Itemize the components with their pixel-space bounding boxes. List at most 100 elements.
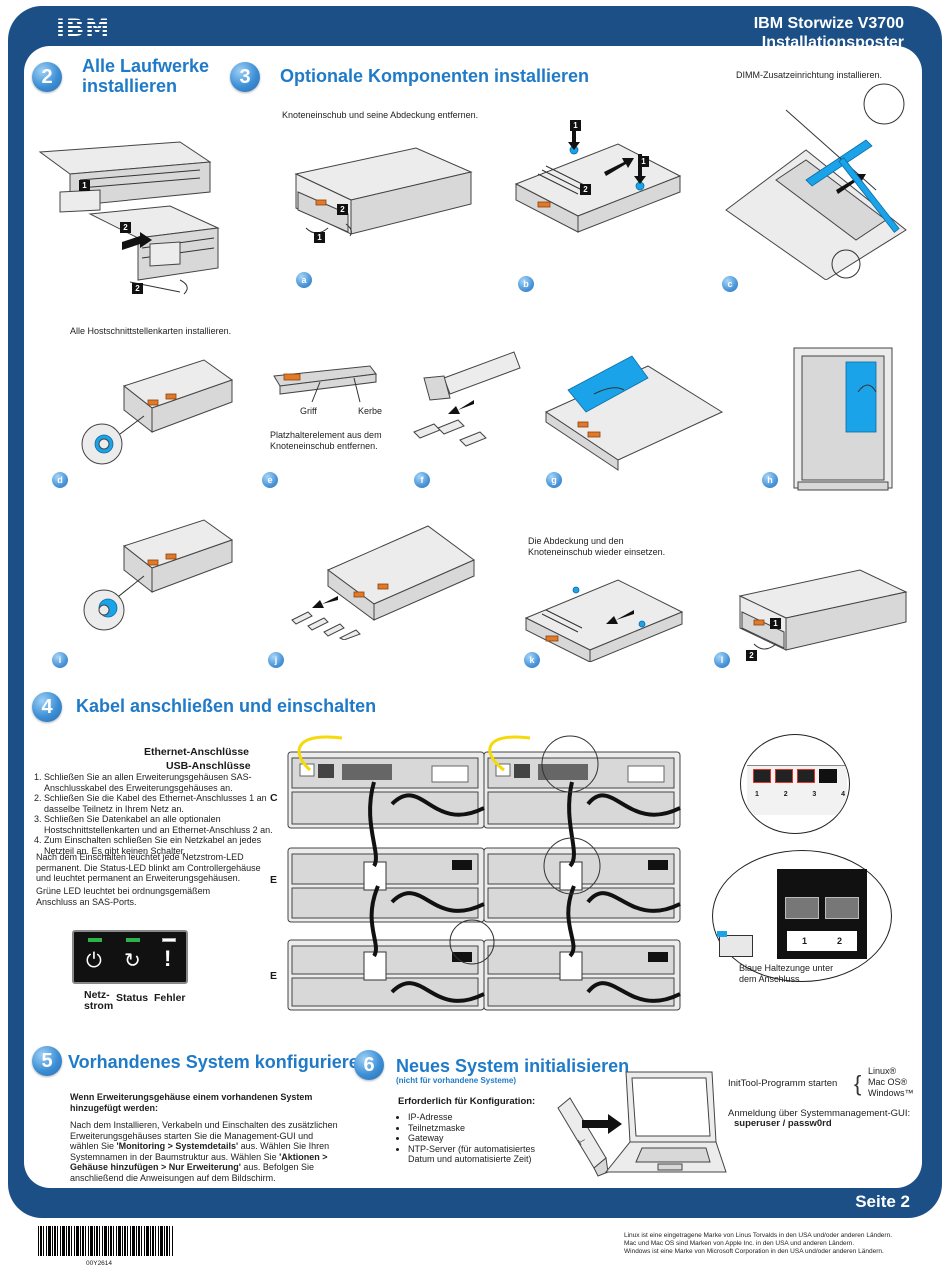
instruction-1: Schließen Sie an allen Erweiterungsgehäu… (44, 772, 288, 793)
step-2-title: Alle Laufwerke installieren (82, 56, 209, 96)
step-2-title-line1: Alle Laufwerke (82, 56, 210, 76)
rear-cabling-diagram (287, 735, 681, 1011)
step-5-body-part3: aus. Befolgen Sie anschließend die Anwei… (70, 1162, 314, 1183)
step-5-body-part1: Nach dem Installieren, Verkabeln und Ein… (70, 1120, 338, 1151)
illustration-f-card (413, 351, 521, 447)
step-badge-l2: 2 (746, 650, 757, 661)
letter-l: l (714, 652, 730, 668)
letter-g: g (546, 472, 562, 488)
part-number: 00Y2614 (86, 1260, 113, 1267)
port-number-4: 4 (841, 791, 845, 798)
label-griff: Griff (300, 406, 317, 416)
step-4-badge: 4 (32, 692, 62, 722)
letter-a: a (296, 272, 312, 288)
row-label-controller: C (270, 792, 278, 804)
port-1-blocked (753, 769, 771, 783)
letter-c: c (722, 276, 738, 292)
blue-pull-tab (717, 931, 727, 937)
illustration-a-node-canister (294, 147, 473, 237)
os-windows: Windows™ (868, 1088, 914, 1098)
sas-module: 1 2 (777, 869, 867, 959)
row-label-expansion-2: E (270, 970, 278, 982)
step-5-badge: 5 (32, 1046, 62, 1076)
cabling-instructions: Schließen Sie an allen Erweiterungsgehäu… (32, 772, 288, 856)
step-4-title: Kabel anschließen und einschalten (76, 696, 377, 716)
requirement-subnet: Teilnetzmaske (408, 1123, 560, 1134)
content-panel: 2 Alle Laufwerke installieren 1 2 2 3 Op… (24, 46, 922, 1188)
usb-ports-label: USB-Anschlüsse (166, 760, 251, 772)
requirement-ip: IP-Adresse (408, 1112, 560, 1123)
letter-b: b (518, 276, 534, 292)
power-led (88, 938, 102, 942)
led-label-status: Status (116, 992, 149, 1004)
step-3-title: Optionale Komponenten installieren (280, 66, 590, 86)
port-3-blocked (797, 769, 815, 783)
illustration-e-filler (273, 365, 377, 403)
step-badge-b1b: 1 (638, 156, 649, 167)
step-badge-2b: 2 (132, 283, 143, 294)
letter-h: h (762, 472, 778, 488)
os-linux: Linux® (868, 1066, 897, 1076)
green-led-note: Grüne LED leuchtet bei ordnungsgemäßem A… (36, 886, 211, 907)
power-icon: ⏻ (86, 950, 102, 972)
trademark-mac: Mac und Mac OS sind Marken von Apple Inc… (624, 1240, 855, 1247)
barcode (38, 1226, 174, 1256)
laptop-icon (604, 1071, 727, 1173)
requirement-ntp: NTP-Server (für automatisiertes Datum un… (408, 1144, 560, 1165)
illustration-g-card-insert (544, 355, 724, 471)
status-led (126, 938, 140, 942)
step-5-menu-path-2: 'Aktionen > Gehäuse hinzufügen > Nur Erw… (70, 1151, 328, 1173)
requirements-title: Erforderlich für Konfiguration: (398, 1096, 536, 1107)
sas-port-1 (785, 897, 819, 919)
os-brace: { (854, 1071, 862, 1096)
requirement-gateway: Gateway (408, 1133, 560, 1144)
step-6-subtitle: (nicht für vorhandene Systeme) (396, 1076, 517, 1085)
letter-j: j (268, 652, 284, 668)
illustration-l-canister-reinsert (738, 569, 908, 651)
fault-icon: ! (164, 946, 172, 971)
port-number-1: 1 (755, 791, 759, 798)
port-2-blocked (775, 769, 793, 783)
sas-connector (719, 935, 753, 957)
caption-k: Die Abdeckung und den Knoteneinschub wie… (528, 536, 666, 557)
inittool-label: InitTool-Programm starten (728, 1078, 838, 1089)
svg-text:⟂: ⟂ (575, 1137, 587, 1147)
port-number-2: 2 (783, 791, 788, 798)
illustration-b-cover-removal (514, 120, 682, 233)
step-3-badge: 3 (230, 62, 260, 92)
product-name: IBM Storwize V3700 (753, 15, 904, 32)
led-label-error: Fehler (154, 992, 186, 1004)
step-6-title: Neues System initialisieren (396, 1056, 630, 1076)
illustration-c-dimm (725, 83, 907, 280)
requirements-list: IP-Adresse Teilnetzmaske Gateway NTP-Ser… (400, 1112, 560, 1165)
letter-f: f (414, 472, 430, 488)
trademark-notice: Linux ist eine eingetragene Marke von Li… (624, 1232, 914, 1256)
arrow-right-icon (582, 1114, 622, 1134)
fault-led (162, 938, 176, 942)
login-credentials: superuser / passw0rd (734, 1118, 832, 1129)
step-5-intro: Wenn Erweiterungsgehäuse einem vorhanden… (70, 1092, 313, 1113)
instruction-4: Zum Einschalten schließen Sie ein Netzka… (44, 835, 288, 856)
trademark-windows: Windows ist eine Marke von Microsoft Cor… (624, 1248, 884, 1255)
instruction-3: Schließen Sie Datenkabel an alle optiona… (44, 814, 288, 835)
letter-i: i (52, 652, 68, 668)
port-number-row: 1 2 3 4 (755, 791, 845, 798)
step-badge-a1: 1 (314, 232, 325, 243)
led-label-power: Netz-strom (84, 989, 114, 1012)
sas-port-number-2: 2 (836, 936, 842, 946)
illustration-k-cover-replace (524, 579, 684, 662)
login-label: Anmeldung über Systemmanagement-GUI: (728, 1108, 911, 1119)
letter-d: d (52, 472, 68, 488)
caption-c: DIMM-Zusatzeinrichtung installieren. (736, 70, 883, 80)
caption-d: Alle Hostschnittstellenkarten installier… (70, 326, 232, 336)
illustration-h-top-view (793, 347, 893, 491)
port-number-3: 3 (812, 791, 817, 798)
step-5-body-part2: aus. Wählen Sie Ihren Systemnamen in der… (70, 1141, 330, 1162)
illustration-j-filler-insert (291, 525, 475, 640)
os-macos: Mac OS® (868, 1077, 908, 1087)
ethernet-ports-label: Ethernet-Anschlüsse (144, 746, 250, 758)
step-badge-l1: 1 (770, 618, 781, 629)
step-badge-b2: 2 (580, 184, 591, 195)
step-badge-1: 1 (79, 180, 90, 191)
step-2-badge: 2 (32, 62, 62, 92)
